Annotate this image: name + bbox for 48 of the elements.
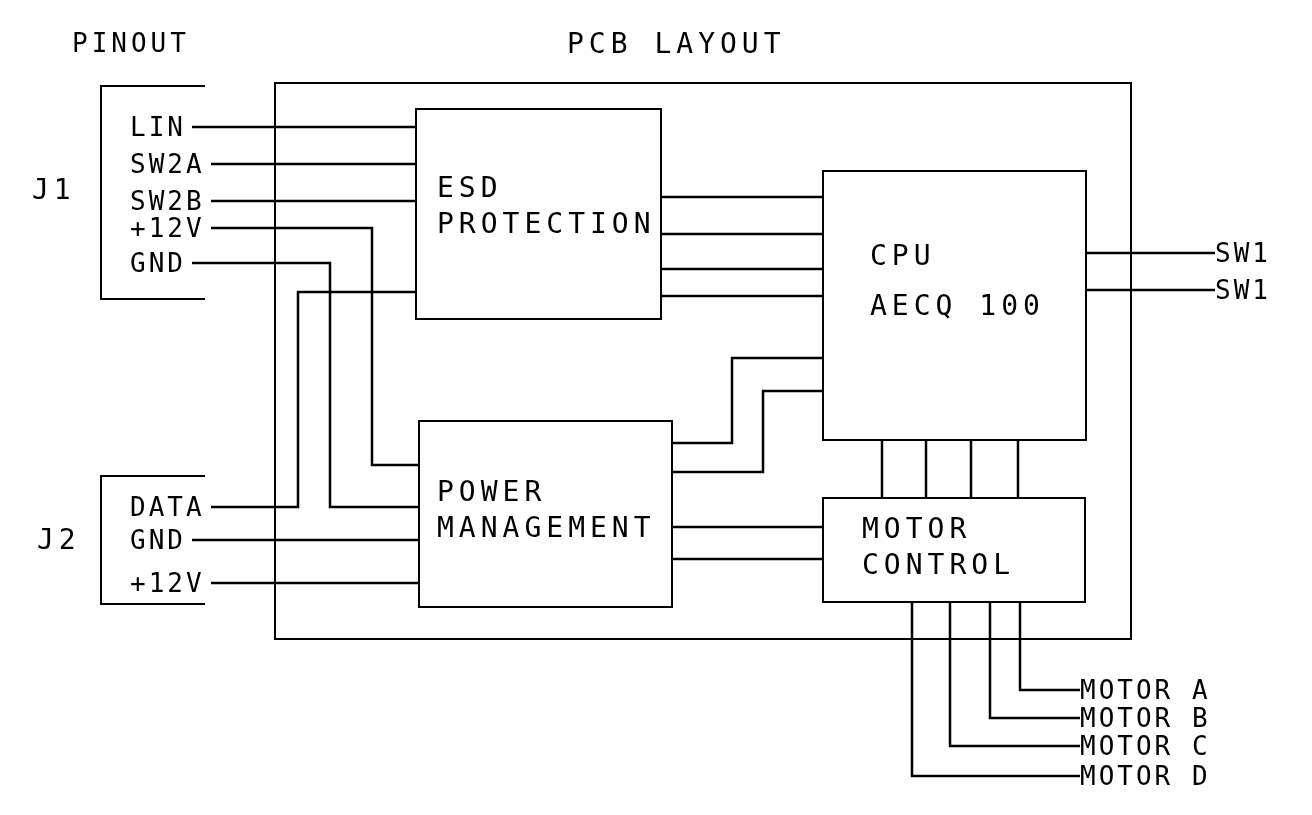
- connector-name: J2: [37, 522, 81, 558]
- wire: [211, 162, 415, 166]
- pin-label: +12V: [130, 567, 205, 599]
- signal-label: SW1: [1215, 274, 1271, 306]
- wire: [969, 441, 973, 497]
- function-block: [418, 420, 673, 608]
- block-label: ESD PROTECTION: [437, 170, 657, 242]
- wire: [1018, 603, 1080, 692]
- pin-label: SW2A: [130, 148, 205, 180]
- wire: [673, 356, 822, 445]
- signal-label: SW1: [1215, 237, 1271, 269]
- wire: [948, 603, 1080, 748]
- wire: [662, 232, 822, 236]
- wire: [673, 389, 822, 474]
- wire: [662, 195, 822, 199]
- block-label: CPU: [870, 238, 936, 274]
- function-block: [822, 170, 1087, 441]
- function-block: [822, 497, 1086, 603]
- connector-name: J1: [32, 172, 76, 208]
- wire: [192, 261, 418, 509]
- wire: [211, 290, 415, 509]
- wire: [192, 538, 418, 542]
- wire: [192, 125, 415, 129]
- block-label: POWER MANAGEMENT: [437, 474, 657, 546]
- pin-label: LIN: [130, 111, 186, 143]
- signal-label: MOTOR D: [1080, 760, 1211, 792]
- board-heading: PCB LAYOUT: [567, 26, 786, 62]
- wire: [988, 603, 1080, 720]
- wire: [211, 226, 418, 467]
- block-label: AECQ 100: [870, 288, 1045, 324]
- wire: [924, 441, 928, 497]
- pin-label: DATA: [130, 491, 205, 523]
- section-heading: PINOUT: [72, 28, 190, 58]
- wire: [662, 267, 822, 271]
- block-label: MOTOR CONTROL: [862, 511, 1016, 583]
- function-block: [415, 108, 662, 320]
- wire: [1016, 441, 1020, 497]
- wire: [211, 199, 415, 203]
- wire: [662, 294, 822, 298]
- wire: [910, 603, 1080, 778]
- wire: [1087, 251, 1215, 255]
- wire: [1087, 288, 1215, 292]
- wire: [880, 441, 884, 497]
- wire: [673, 525, 822, 529]
- wire: [673, 557, 822, 561]
- pin-label: GND: [130, 524, 186, 556]
- wire: [211, 581, 418, 585]
- pin-label: GND: [130, 247, 186, 279]
